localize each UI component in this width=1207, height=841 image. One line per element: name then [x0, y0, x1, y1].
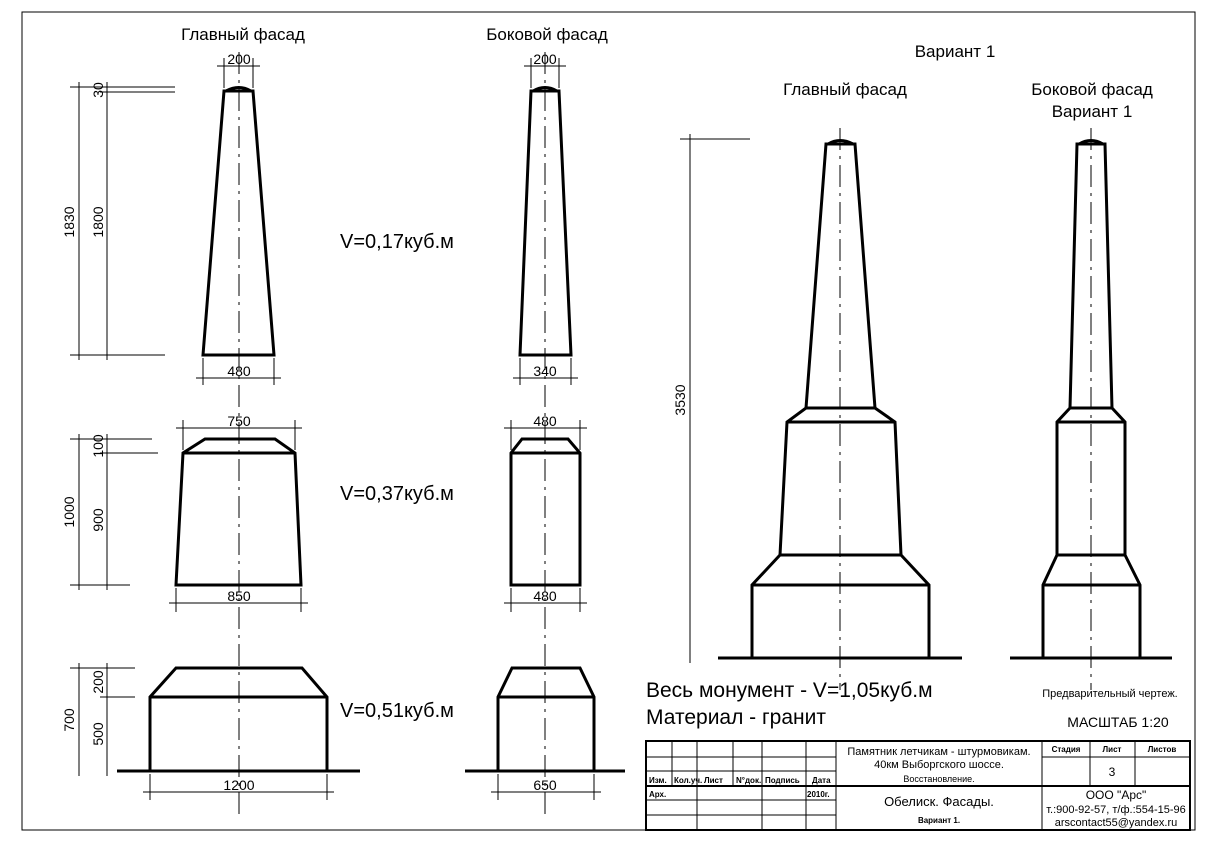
company-phone: т.:900-92-57, т/ф.:554-15-96 — [1046, 804, 1186, 816]
header-signature: Подпись — [765, 776, 800, 785]
header-change: Изм. — [649, 776, 667, 785]
main-obelisk: 200 480 1830 1800 30 — [61, 51, 281, 385]
volume-base: V=0,51куб.м — [340, 700, 454, 722]
dim-block-total: 1000 — [61, 496, 77, 527]
dim-obelisk-top-main: 200 — [227, 51, 251, 67]
header-date: Дата — [812, 776, 831, 785]
side-block: 480 480 — [504, 413, 587, 612]
left-side-facade-title: Боковой фасад — [486, 25, 608, 44]
scale-note: МАСШТАБ 1:20 — [1067, 714, 1169, 730]
dim-block-bottom-side: 480 — [533, 588, 557, 604]
dim-block-chamfer: 100 — [90, 434, 106, 458]
company-name: ООО "Арс" — [1086, 788, 1147, 802]
dim-block-body: 900 — [90, 508, 106, 532]
assembled-main-monument: 3530 — [672, 134, 962, 663]
total-volume-note: Весь монумент - V=1,05куб.м — [646, 679, 933, 702]
sheet-label: Лист — [1103, 745, 1122, 754]
preliminary-note: Предварительный чертеж. — [1042, 688, 1177, 700]
dim-obelisk-tip: 30 — [90, 82, 106, 98]
project-line-1: Памятник летчикам - штурмовикам. — [847, 746, 1030, 758]
dim-obelisk-bottom-side: 340 — [533, 363, 557, 379]
right-main-facade-title: Главный фасад — [783, 80, 907, 99]
side-obelisk: 200 340 — [513, 51, 578, 385]
stage-label: Стадия — [1052, 745, 1081, 754]
main-block: 750 850 1000 900 100 — [61, 413, 308, 612]
dim-obelisk-bottom-main: 480 — [227, 363, 251, 379]
volume-obelisk: V=0,17куб.м — [340, 231, 454, 253]
drawing-date: 2010г. — [807, 790, 830, 799]
project-line-2: 40км Выборгского шоссе. — [874, 759, 1004, 771]
company-email: arscontact55@yandex.ru — [1055, 817, 1177, 829]
right-side-facade-title: Боковой фасад — [1031, 80, 1153, 99]
dim-base-body: 500 — [90, 722, 106, 746]
sheets-label: Листов — [1148, 745, 1177, 754]
sheet-title: Обелиск. Фасады. — [884, 794, 994, 809]
dim-total-height: 3530 — [672, 384, 688, 415]
dim-obelisk-top-side: 200 — [533, 51, 557, 67]
dim-block-bottom-main: 850 — [227, 588, 251, 604]
volume-block: V=0,37куб.м — [340, 483, 454, 505]
left-main-facade-title: Главный фасад — [181, 25, 305, 44]
material-note: Материал - гранит — [646, 706, 826, 729]
header-count: Кол.уч. — [674, 776, 702, 785]
main-base: 1200 700 500 200 — [61, 663, 360, 800]
assembled-side-monument — [1010, 139, 1172, 660]
dim-block-top-main: 750 — [227, 413, 251, 429]
dim-base-total: 700 — [61, 708, 77, 732]
dim-base-chamfer: 200 — [90, 670, 106, 694]
right-side-variant-title: Вариант 1 — [1052, 102, 1133, 121]
sheet-number: 3 — [1109, 765, 1116, 779]
dim-obelisk-body: 1800 — [90, 206, 106, 237]
dim-block-top-side: 480 — [533, 413, 557, 429]
dim-base-bottom-main: 1200 — [223, 777, 254, 793]
sheet-frame — [21, 11, 1196, 831]
project-line-3: Восстановление. — [903, 774, 974, 784]
dim-obelisk-total: 1830 — [61, 206, 77, 237]
header-doc-number: N°док. — [736, 776, 761, 785]
sheet-subtitle: Вариант 1. — [918, 816, 960, 825]
dim-base-bottom-side: 650 — [533, 777, 557, 793]
side-base: 650 — [465, 666, 625, 800]
author-role: Арх. — [649, 790, 666, 799]
title-block: Изм. Кол.уч. Лист N°док. Подпись Дата Ар… — [645, 740, 1191, 831]
header-sheet: Лист — [704, 776, 723, 785]
variant-title: Вариант 1 — [915, 42, 996, 61]
